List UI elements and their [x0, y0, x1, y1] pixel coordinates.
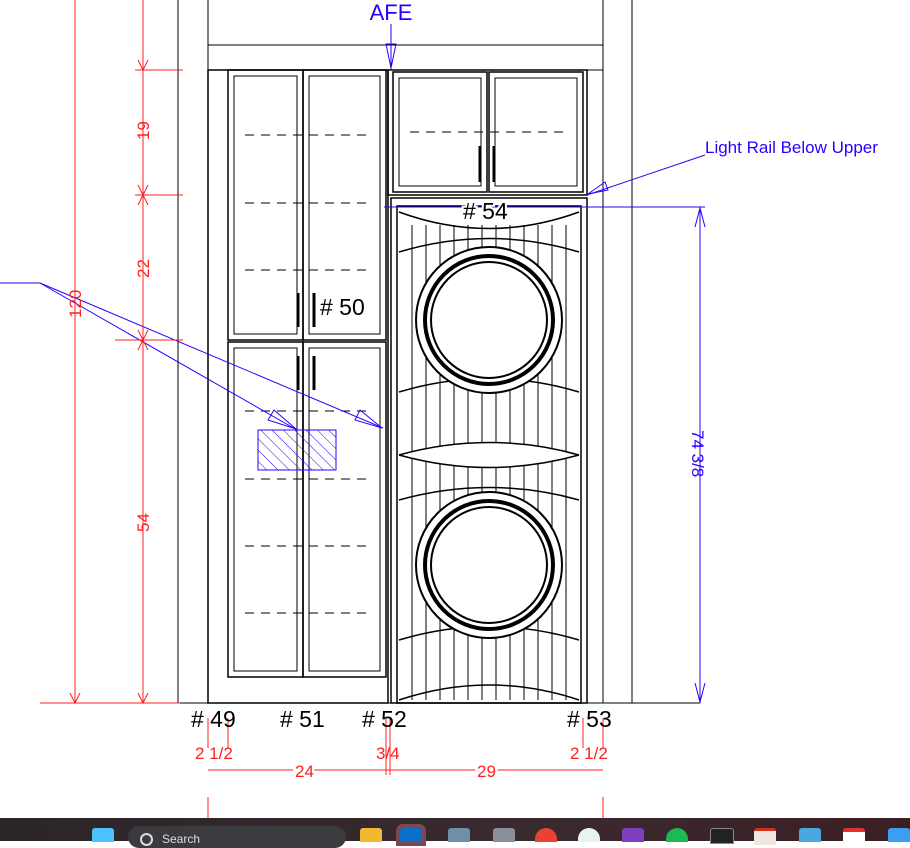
dim-left-filler: 2 1/2: [195, 744, 233, 763]
red-dimensions: [40, 0, 604, 818]
windows-start-icon[interactable]: [92, 828, 114, 842]
taskbar-search-box[interactable]: Search: [128, 826, 346, 848]
dim-right-filler: 2 1/2: [570, 744, 608, 763]
tag-50: # 50: [320, 294, 365, 320]
outlook-icon[interactable]: [400, 828, 422, 842]
slack-icon[interactable]: [578, 828, 600, 842]
dim-74-3-8: 74 3/8: [688, 430, 707, 477]
search-placeholder: Search: [162, 832, 201, 846]
dim-29: 29: [477, 762, 496, 781]
wall-lines: [40, 0, 700, 704]
dim-120: 120: [66, 290, 85, 318]
tag-53: # 53: [567, 706, 612, 732]
drum-lower: [415, 491, 563, 639]
tag-49: # 49: [191, 706, 236, 732]
dim-54: 54: [134, 513, 153, 532]
windows-taskbar: Search: [0, 818, 910, 848]
settings-icon[interactable]: [493, 828, 515, 842]
tall-cabinet[interactable]: [207, 69, 389, 704]
search-icon: [140, 833, 153, 846]
hatched-outlet: [257, 429, 337, 471]
light-rail-label: Light Rail Below Upper: [705, 138, 878, 157]
dim-24: 24: [295, 762, 314, 781]
dim-3-4: 3/4: [376, 744, 400, 763]
drum-upper: [415, 246, 563, 394]
cad-drawing-canvas[interactable]: AFE Light Rail Below Upper 74 3/8 120 19…: [0, 0, 910, 818]
maps-app-icon[interactable]: [843, 828, 865, 846]
blue-app-icon[interactable]: [888, 828, 910, 842]
washer-dryer-stack[interactable]: [390, 197, 588, 704]
notepad-icon[interactable]: [799, 828, 821, 842]
file-explorer-icon[interactable]: [360, 828, 382, 842]
afe-label: AFE: [370, 0, 413, 25]
tag-51: # 51: [280, 706, 325, 732]
calculator-icon[interactable]: [448, 828, 470, 842]
tag-54: # 54: [463, 198, 508, 224]
dim-22: 22: [134, 259, 153, 278]
dim-19: 19: [134, 121, 153, 140]
spotify-icon[interactable]: [666, 828, 688, 842]
onenote-icon[interactable]: [622, 828, 644, 842]
red-app-icon[interactable]: [754, 828, 776, 845]
upper-cabinet[interactable]: [387, 69, 588, 196]
terminal-icon[interactable]: [710, 828, 734, 844]
chrome-icon[interactable]: [535, 828, 557, 842]
tag-52: # 52: [362, 706, 407, 732]
blue-annotations: [0, 24, 706, 704]
